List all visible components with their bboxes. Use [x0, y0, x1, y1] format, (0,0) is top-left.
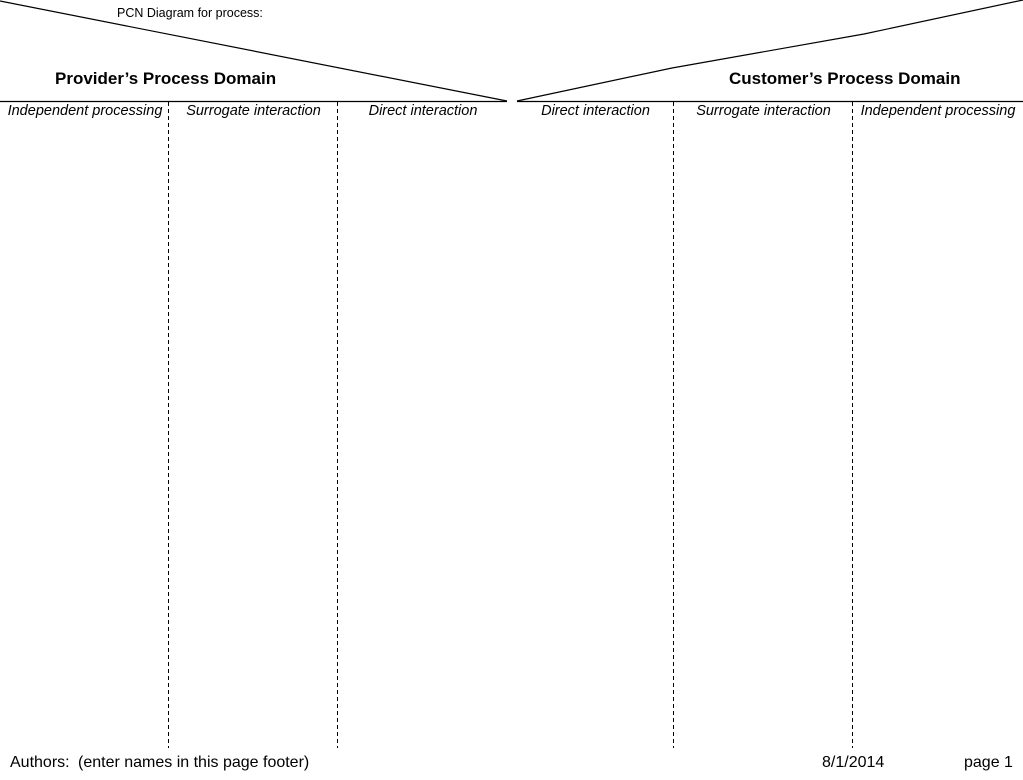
- footer-date: 8/1/2014: [822, 754, 885, 771]
- footer-authors-label: Authors:: [10, 754, 70, 771]
- customer-region-direct-interaction: Direct interaction: [541, 103, 650, 119]
- customer-region-surrogate-interaction: Surrogate interaction: [696, 103, 831, 119]
- footer-page-number: page 1: [964, 754, 1013, 771]
- customer-domain-slope-line: [516, 0, 1023, 102]
- provider-region-direct-interaction: Direct interaction: [368, 103, 478, 119]
- customer-region-independent-processing: Independent processing: [860, 103, 1016, 119]
- provider-domain-title: Provider’s Process Domain: [55, 69, 277, 88]
- diagram-title: PCN Diagram for process:: [117, 6, 263, 20]
- provider-region-independent-processing: Independent processing: [7, 103, 163, 119]
- customer-domain-title: Customer’s Process Domain: [729, 69, 961, 88]
- footer-authors-value: (enter names in this page footer): [78, 754, 310, 771]
- provider-region-surrogate-interaction: Surrogate interaction: [186, 103, 321, 119]
- provider-domain-slope-line: [0, 0, 508, 102]
